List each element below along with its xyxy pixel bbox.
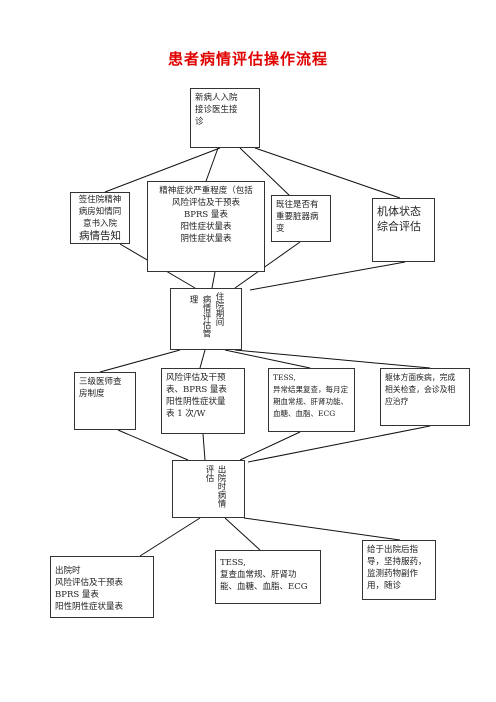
connector-line bbox=[117, 429, 189, 461]
connector-line bbox=[239, 147, 291, 197]
history-box: 既往是否有 重要脏器病 变 bbox=[271, 195, 331, 242]
inpatient-col2: 病情评估管 bbox=[201, 295, 211, 338]
discharge-col1: 评估 bbox=[204, 465, 214, 482]
tess-mid-text: TESS, 异常结果复查，每月定 期血常规、肝肾功能、 血糖、血脂、ECG bbox=[273, 373, 348, 418]
guidance-box: 给于出院后指 导，坚持服药， 监测药物副作 用，随诊 bbox=[362, 540, 436, 600]
rounds-text: 三级医师查 房制度 bbox=[79, 377, 122, 399]
connector-line bbox=[247, 425, 431, 463]
admission-box: 新病人入院 接诊医生接 诊 bbox=[190, 88, 260, 148]
severity-box: 精神症状严重程度（包括 风险评估及干预表 BPRS 量表 阳性症状量表 阴性症状… bbox=[147, 181, 265, 272]
consent-notice-text: 病情告知 bbox=[79, 230, 121, 242]
discharge-scales-box: 出院时 风险评估及干预表 BPRS 量表 阳性阴性症状量表 bbox=[50, 556, 154, 618]
connector-line bbox=[234, 349, 431, 369]
connector-line bbox=[139, 517, 201, 557]
tess-end-text: TESS, 复查血常规、肝肾功 能、血糖、血脂、ECG bbox=[220, 558, 308, 592]
connector-line bbox=[239, 431, 301, 461]
risk-weekly-text: 风险评估及干预 表、BPRS 量表 阳性阴性症状量 表 1 次/W bbox=[166, 373, 227, 419]
connector-line bbox=[204, 147, 219, 185]
consent-box: 签住院精神 病房知情同 意书入院 病情告知 bbox=[70, 192, 130, 244]
discharge-box: 评估 出院时病情 bbox=[172, 460, 245, 518]
history-text: 既往是否有 重要脏器病 变 bbox=[276, 200, 319, 234]
connector-line bbox=[224, 349, 311, 369]
connector-line bbox=[249, 261, 406, 291]
guidance-text: 给于出院后指 导，坚持服药， 监测药物副作 用，随诊 bbox=[367, 545, 427, 591]
inpatient-box: 理 病情评估管 住院期间 bbox=[170, 288, 242, 350]
connector-line bbox=[104, 147, 221, 193]
rounds-box: 三级医师查 房制度 bbox=[74, 372, 136, 430]
consult-text: 躯体方面疾病，完成 相关检查，会诊及相 应治疗 bbox=[385, 373, 456, 406]
discharge-col2: 出院时病情 bbox=[216, 465, 226, 508]
connector-line bbox=[224, 517, 261, 551]
inpatient-col3: 住院期间 bbox=[214, 292, 224, 326]
connector-line bbox=[202, 433, 206, 461]
physical-text: 机体状态 综合评估 bbox=[377, 205, 421, 233]
consent-text: 签住院精神 病房知情同 意书入院 bbox=[78, 195, 122, 229]
connector-line bbox=[254, 147, 401, 199]
severity-text: 精神症状严重程度（包括 风险评估及干预表 BPRS 量表 阳性症状量表 阴性症状… bbox=[159, 186, 253, 244]
page-title: 患者病情评估操作流程 bbox=[167, 50, 328, 68]
connector-line bbox=[199, 349, 206, 369]
inpatient-col1: 理 bbox=[188, 295, 198, 304]
connector-line bbox=[243, 517, 401, 541]
discharge-scales-text: 出院时 风险评估及干预表 BPRS 量表 阳性阴性症状量表 bbox=[55, 566, 124, 612]
risk-weekly-box: 风险评估及干预 表、BPRS 量表 阳性阴性症状量 表 1 次/W bbox=[161, 368, 245, 434]
connector-line bbox=[99, 349, 181, 373]
connector-line bbox=[234, 241, 301, 289]
consult-box: 躯体方面疾病，完成 相关检查，会诊及相 应治疗 bbox=[380, 368, 470, 426]
tess-end-box: TESS, 复查血常规、肝肾功 能、血糖、血脂、ECG bbox=[215, 550, 321, 604]
connector-line bbox=[211, 271, 216, 289]
tess-mid-box: TESS, 异常结果复查，每月定 期血常规、肝肾功能、 血糖、血脂、ECG bbox=[268, 368, 355, 432]
admission-text: 新病人入院 接诊医生接 诊 bbox=[195, 93, 238, 127]
physical-box: 机体状态 综合评估 bbox=[372, 198, 435, 262]
